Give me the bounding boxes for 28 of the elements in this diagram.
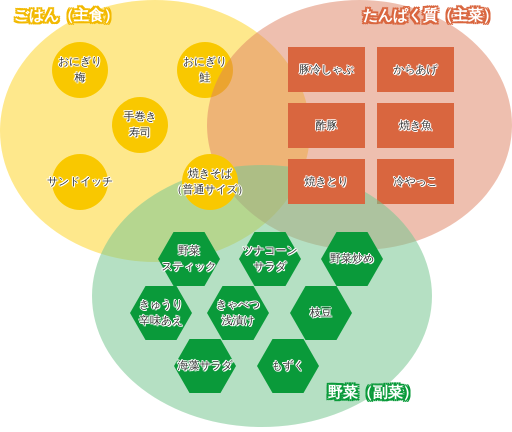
food-label: もずく: [272, 358, 304, 374]
food-label: きゃべつ浅漬け: [216, 297, 260, 329]
food-hexagon: [174, 339, 236, 393]
food-label: おにぎり梅: [58, 54, 102, 86]
food-label: 焼き魚: [399, 118, 432, 134]
food-box: [377, 47, 454, 92]
set-title: 野菜（副菜）: [328, 383, 418, 402]
food-label: おにぎり鮭: [183, 54, 227, 86]
food-hexagon: [207, 286, 269, 340]
set-title: ごはん（主食）: [14, 6, 119, 25]
food-label: ツナコーンサラダ: [242, 243, 298, 275]
food-label: 冷やっこ: [394, 174, 438, 190]
food-label: 海藻サラダ: [178, 358, 232, 374]
food-label: きゅうり辛味あえ: [139, 297, 183, 329]
food-label: からあげ: [394, 62, 438, 78]
food-label: 枝豆: [310, 305, 332, 321]
food-label: 焼きそば（普通サイズ）: [172, 166, 248, 198]
food-label: 焼きとり: [304, 174, 348, 190]
food-hexagon: [257, 339, 319, 393]
food-label: 手巻き寿司: [124, 109, 156, 141]
food-box: [377, 103, 454, 148]
food-label: 酢豚: [316, 118, 338, 134]
food-label: 豚冷しゃぶ: [299, 62, 354, 78]
food-hexagon: [130, 286, 192, 340]
food-hexagon: [290, 286, 352, 340]
food-label: 野菜スティック: [162, 243, 216, 275]
food-box: [377, 159, 454, 204]
food-label: 野菜炒め: [330, 251, 374, 267]
